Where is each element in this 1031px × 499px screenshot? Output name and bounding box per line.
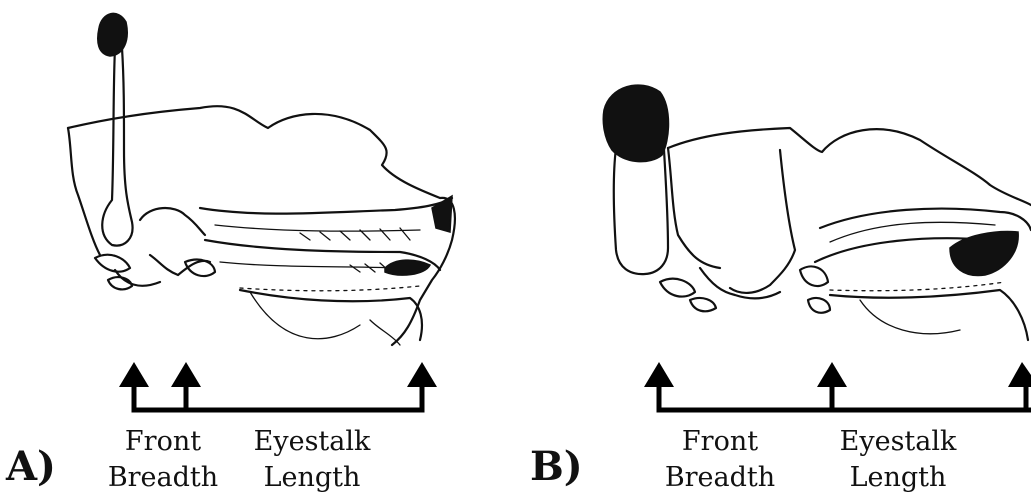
panel-b-letter: B) bbox=[530, 443, 583, 490]
panel-a-crab-illustration bbox=[68, 13, 455, 345]
panel-b-crab-illustration bbox=[603, 85, 1031, 340]
panel-a-arrow-left bbox=[119, 362, 149, 387]
panel-a-eyestalk-label-line2: Length bbox=[264, 462, 361, 493]
panel-a-measurement-bracket bbox=[119, 362, 437, 410]
panel-a-letter: A) bbox=[5, 443, 56, 490]
panel-a-arrow-middle bbox=[171, 362, 201, 387]
panel-a-eyestalk-label-line1: Eyestalk bbox=[254, 426, 371, 457]
panel-b-front-label-line2: Breadth bbox=[665, 462, 775, 493]
panel-b-arrow-right bbox=[1008, 362, 1031, 387]
panel-b-front-label-line1: Front bbox=[682, 426, 758, 457]
panel-a: A) Front Breadth Eyestalk Length bbox=[5, 13, 455, 493]
panel-b-arrow-left bbox=[644, 362, 674, 387]
panel-a-front-label-line1: Front bbox=[125, 426, 201, 457]
panel-b-arrow-middle bbox=[817, 362, 847, 387]
panel-b-eyestalk-label-line1: Eyestalk bbox=[840, 426, 957, 457]
panel-a-arrow-right bbox=[407, 362, 437, 387]
panel-a-front-label-line2: Breadth bbox=[108, 462, 218, 493]
panel-b-eyestalk-label-line2: Length bbox=[850, 462, 947, 493]
panel-b-measurement-bracket bbox=[644, 362, 1031, 410]
panel-b: B) Front Breadth Eyestalk Length bbox=[530, 85, 1031, 493]
